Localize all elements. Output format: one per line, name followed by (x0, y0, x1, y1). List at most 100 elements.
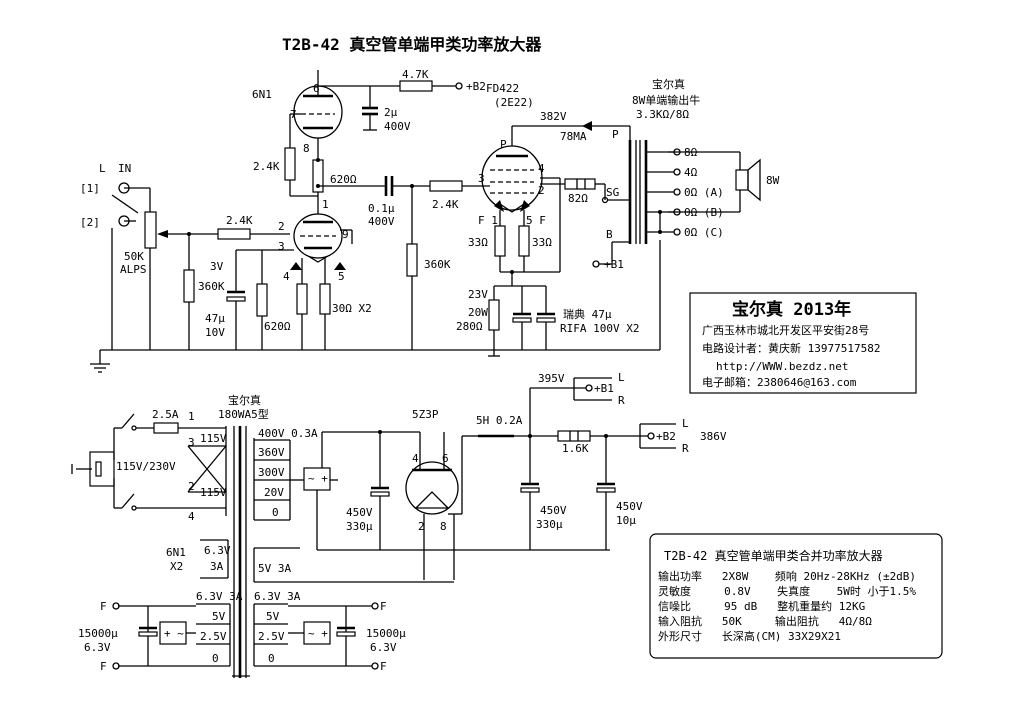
pin-8: 8 (303, 142, 310, 155)
plate-drop-label: 4.7K (402, 68, 429, 81)
b2-supply-label: +B2 (466, 80, 486, 93)
cathode-resistor-1 (256, 283, 268, 317)
pot-type: ALPS (120, 263, 147, 276)
rect-pin-6: 6 (442, 452, 449, 465)
output-tube-label: FD422 (486, 82, 519, 95)
cathode-voltage-1: 3V (210, 260, 224, 273)
coupling-cap-value: 0.1μ (368, 202, 395, 215)
primary-v-2: 115V (200, 486, 227, 499)
output-cathode-cap: 瑞典 47μ (563, 307, 612, 321)
speaker-icon (735, 169, 749, 191)
fil-left-0: 0 (212, 652, 219, 665)
sec-tap-20: 20V (264, 486, 284, 499)
fil-f-1: F (100, 600, 107, 613)
output-pin-5f: 5 F (526, 214, 546, 227)
c1-voltage: 450V (346, 506, 373, 519)
c2-value: 330μ (536, 518, 563, 531)
screen-resistor-label: 82Ω (568, 192, 588, 205)
fil-f-4: F (380, 660, 387, 673)
ot-tap-0a: 0Ω (A) (684, 186, 724, 199)
output-grid-leak-label: 360K (424, 258, 451, 271)
decouple-cap-value: 2μ (384, 106, 398, 119)
fil-cap-left-v: 6.3V (84, 641, 111, 654)
driver-tube-lower (293, 213, 343, 259)
credit-line-4: http://WWW.bezdz.net (716, 360, 848, 373)
sec-tap-0: 0 (272, 506, 279, 519)
plate-drop-resistor (399, 80, 433, 92)
ot-tap-sg: SG (606, 186, 619, 199)
grid-resistor-1-label: 2.4K (226, 214, 253, 227)
output-grid-leak (406, 243, 418, 277)
pin-5: 5 (338, 270, 345, 283)
ot-brand: 宝尔真 (652, 77, 685, 91)
heater-tube-label: 6N1 (166, 546, 186, 559)
grid-resistor-1 (217, 228, 251, 240)
output-pin-f1: F 1 (478, 214, 498, 227)
grid-leak-label: 360K (198, 280, 225, 293)
heater-qty: X2 (170, 560, 183, 573)
ot-spec: 8W单端输出牛 (632, 93, 700, 107)
b2-drop-resistor (557, 430, 591, 442)
plate-current: 78MA (560, 130, 587, 143)
spec-row-5: 外形尺寸 长深高(CM) 33X29X21 (658, 629, 841, 643)
output-pin-p: P (500, 138, 507, 151)
grid-stopper-label: 2.4K (432, 198, 459, 211)
plate-resistor-1-label: 620Ω (330, 173, 357, 186)
mains-fuse (153, 422, 179, 434)
rect-pin-2: 2 (418, 520, 425, 533)
speaker-label: 8W (766, 174, 780, 187)
output-cathode-res: 280Ω (456, 320, 483, 333)
ot-tap-0c: 0Ω (C) (684, 226, 724, 239)
screen-resistor (564, 178, 596, 190)
pt-pin-3: 3 (188, 436, 195, 449)
spec-row-3: 信噪比 95 dB 整机重量约 12KG (658, 599, 865, 613)
input-pin1-label: [1] (80, 182, 100, 195)
heater-v: 6.3V (204, 544, 231, 557)
b2-drop-label: 1.6K (562, 442, 589, 455)
output-pin-4: 4 (538, 162, 545, 175)
b1-voltage: 395V (538, 372, 565, 385)
plate-voltage: 382V (540, 110, 567, 123)
choke-label: 5H 0.2A (476, 414, 523, 427)
c3-value: 10μ (616, 514, 636, 527)
primary-v-1: 115V (200, 432, 227, 445)
output-cathode-cap-type: RIFA 100V X2 (560, 322, 639, 335)
sec-hv-label: 400V 0.3A (258, 427, 318, 440)
ot-tap-4: 4Ω (684, 166, 698, 179)
fil-res-a: 33Ω (468, 236, 488, 249)
fil-left-2v5: 2.5V (200, 630, 227, 643)
c2-voltage: 450V (540, 504, 567, 517)
pt-brand: 宝尔真 (228, 393, 261, 407)
credit-line-2: 广西玉林市城北开发区平安街28号 (702, 323, 869, 337)
rect-tube (405, 461, 459, 515)
input-volume-pot (144, 211, 157, 249)
rect-pin-4: 4 (412, 452, 419, 465)
c3-voltage: 450V (616, 500, 643, 513)
sec-tap-300: 300V (258, 466, 285, 479)
fil-f-2: F (100, 660, 107, 673)
credit-box (689, 292, 917, 394)
input-pin2-label: [2] (80, 216, 100, 229)
b1-l: L (618, 371, 625, 384)
b2-label: +B2 (656, 430, 676, 443)
heater-res-label: 30Ω X2 (332, 302, 372, 315)
fuse-label: 2.5A (152, 408, 179, 421)
pt-pin-2: 2 (188, 480, 195, 493)
decouple-cap-voltage: 400V (384, 120, 411, 133)
b2-r: R (682, 442, 689, 455)
b2-voltage: 386V (700, 430, 727, 443)
driver-tube-label: 6N1 (252, 88, 272, 101)
pin-9: 9 (342, 228, 349, 241)
pot-value: 50K (124, 250, 144, 263)
ot-b1-label: +B1 (604, 258, 624, 271)
pt-model: 180WA5型 (218, 407, 269, 421)
pin-1: 1 (322, 198, 329, 211)
fil-right-0: 0 (268, 652, 275, 665)
b1-r: R (618, 394, 625, 407)
fil-cap-right: 15000μ (366, 627, 406, 640)
output-cathode-v: 23V (468, 288, 488, 301)
sec-tap-360: 360V (258, 446, 285, 459)
coupling-cap-voltage: 400V (368, 215, 395, 228)
grid-leak-resistor (183, 269, 195, 303)
rect-pin-8: 8 (440, 520, 447, 533)
